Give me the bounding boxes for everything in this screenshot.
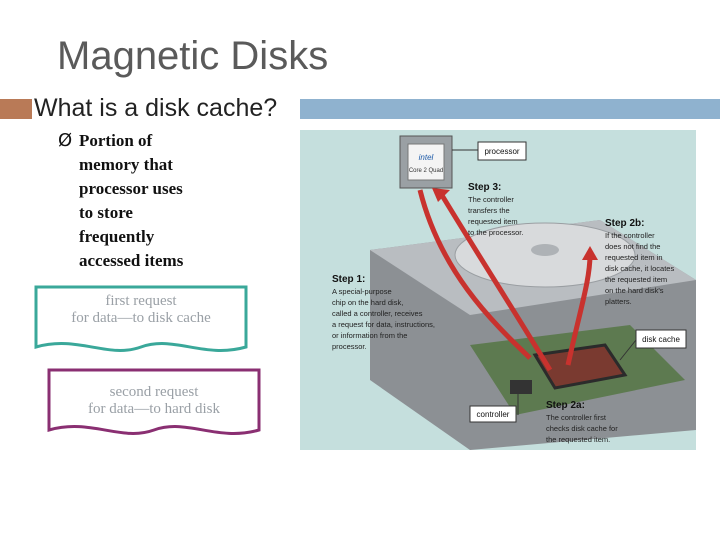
bullet-line: processor uses xyxy=(79,179,183,198)
bullet-line: frequently xyxy=(79,227,155,246)
title-bar-accent xyxy=(0,99,34,119)
disk-cache-label: disk cache xyxy=(642,335,680,344)
step2a-line: The controller first xyxy=(546,413,607,422)
step2b-line: does not find the xyxy=(605,242,660,251)
processor-label-box xyxy=(477,141,527,161)
step2b-line: requested item in xyxy=(605,253,663,262)
disk-cache-illustration: intel Core 2 Quad processor disk cache c… xyxy=(300,130,696,450)
callout-line xyxy=(619,339,637,361)
disk-cache-chip xyxy=(532,343,628,390)
disk-cache-label-box xyxy=(635,329,687,349)
step2b-callout: Step 2b: If the controller does not find… xyxy=(605,218,674,306)
step1-line: A special-purpose xyxy=(332,287,392,296)
document-shape xyxy=(47,368,261,435)
step2b-title: Step 2b: xyxy=(605,218,644,229)
arrow-step3 xyxy=(437,190,553,372)
arrowhead-icon xyxy=(582,246,598,260)
arrow-processor-to-controller xyxy=(417,189,532,360)
flow-line: first request xyxy=(105,293,177,309)
slide-title: Magnetic Disks xyxy=(57,34,329,78)
step2b-line: the requested item xyxy=(605,275,667,284)
first-request-box: first request for data—to disk cache xyxy=(34,285,248,357)
step2a-callout: Step 2a: The controller first checks dis… xyxy=(546,400,618,444)
step1-line: called a controller, receives xyxy=(332,309,423,318)
second-request-box: second request for data—to hard disk xyxy=(47,368,261,440)
step3-callout: Step 3: The controller transfers the req… xyxy=(468,182,523,237)
bullet-text: Portion of memory that processor uses to… xyxy=(79,129,289,273)
step3-title: Step 3: xyxy=(468,182,501,193)
flow-line: for data—to hard disk xyxy=(87,401,221,417)
step3-line: requested item xyxy=(468,217,518,226)
second-request-text: second request for data—to hard disk xyxy=(47,384,261,418)
step1-line: processor. xyxy=(332,342,367,351)
processor-face xyxy=(407,143,445,181)
controller-chip xyxy=(510,380,532,394)
bullet-line: memory that xyxy=(79,155,173,174)
title-bar-rule xyxy=(300,99,720,119)
step1-line: or information from the xyxy=(332,331,407,340)
step1-title: Step 1: xyxy=(332,274,365,285)
controller-label-box xyxy=(469,405,517,423)
step2b-line: If the controller xyxy=(605,231,655,240)
spindle xyxy=(531,244,559,256)
step2b-line: disk cache, it locates xyxy=(605,264,674,273)
step3-line: The controller xyxy=(468,195,514,204)
document-shape xyxy=(34,285,248,352)
bullet-arrow-icon: Ø xyxy=(58,130,73,151)
step2a-line: the requested item. xyxy=(546,435,610,444)
step1-callout: Step 1: A special-purpose chip on the ha… xyxy=(332,274,435,351)
step1-line: a request for data, instructions, xyxy=(332,320,435,329)
flow-line: second request xyxy=(109,384,199,400)
first-request-text: first request for data—to disk cache xyxy=(34,293,248,327)
step2a-title: Step 2a: xyxy=(546,400,585,411)
chip-model: Core 2 Quad xyxy=(409,168,443,174)
arrowhead-icon xyxy=(432,188,450,202)
step3-line: to the processor. xyxy=(468,228,523,237)
step3-line: transfers the xyxy=(468,206,510,215)
step2a-line: checks disk cache for xyxy=(546,424,618,433)
bullet-line: to store xyxy=(79,203,133,222)
step2b-line: on the hard disk's xyxy=(605,286,664,295)
arrow-step2b xyxy=(565,254,593,366)
step2b-line: platters. xyxy=(605,297,632,306)
flow-line: for data—to disk cache xyxy=(71,310,211,326)
step1-line: chip on the hard disk, xyxy=(332,298,403,307)
processor-label: processor xyxy=(484,147,519,156)
slide-subtitle: What is a disk cache? xyxy=(32,94,280,123)
controller-label: controller xyxy=(477,410,510,419)
chip-brand: intel xyxy=(419,153,434,162)
bullet-line: Portion of xyxy=(79,131,153,150)
bullet-line: accessed items xyxy=(79,251,184,270)
